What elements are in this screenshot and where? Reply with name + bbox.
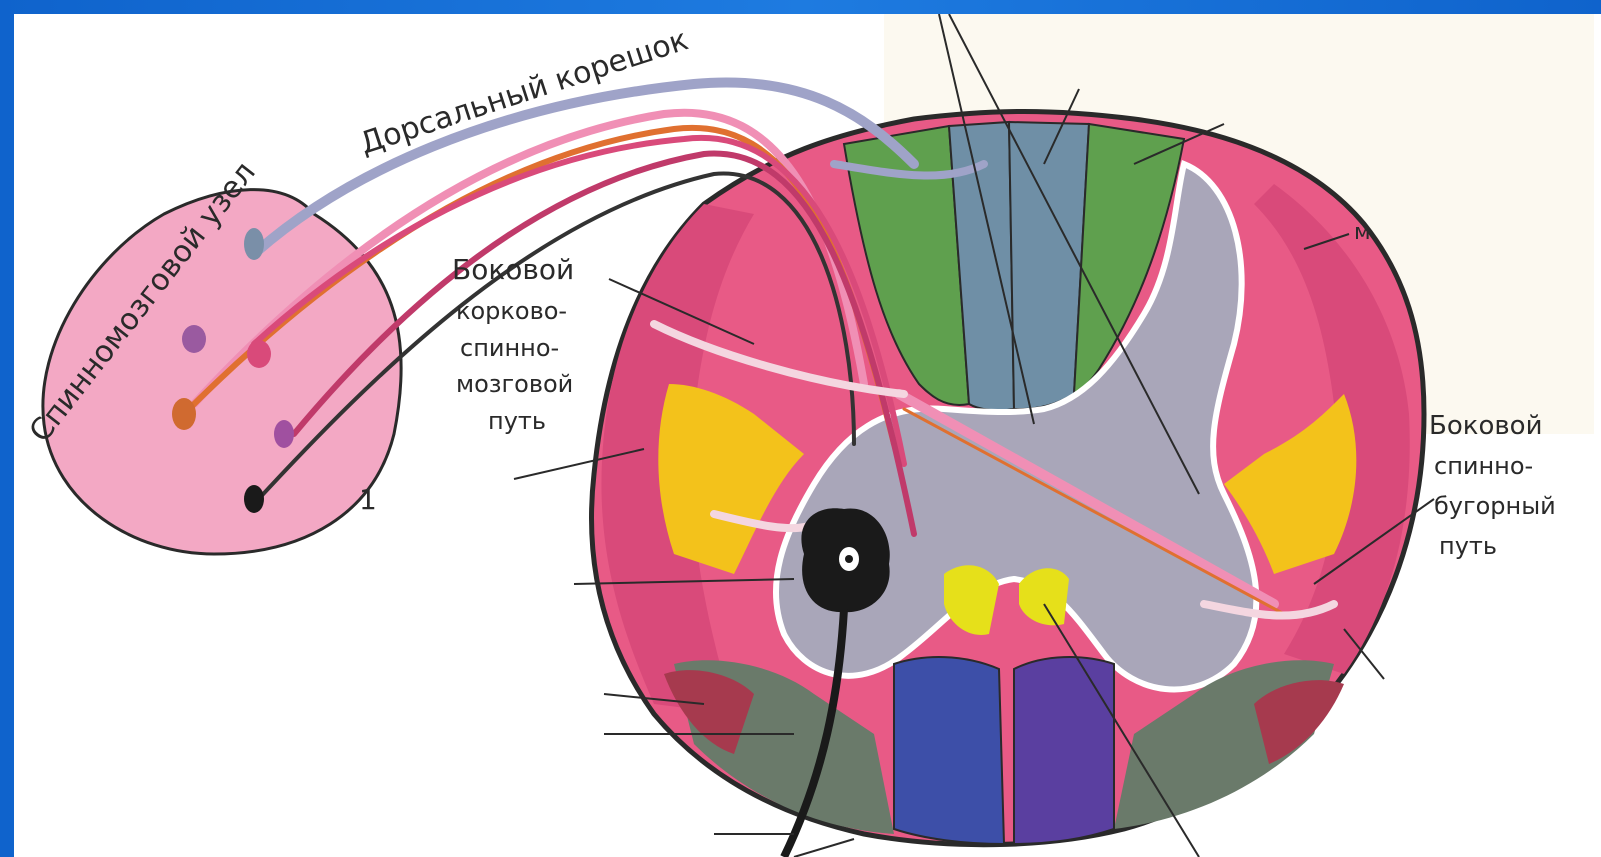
label-line: бугорный [1434, 492, 1556, 520]
label-line: спинно- [460, 334, 559, 362]
label-line: спинно- [1434, 452, 1533, 480]
ventral-column-purple-right [1014, 657, 1114, 844]
label-line: путь [488, 407, 546, 435]
label-line: корково- [456, 297, 567, 325]
letter-1-label: 1 [359, 483, 377, 516]
label-line: мозговой [456, 370, 573, 398]
diagram-canvas: Дорсальный корешок Спинномозговой узел Б… [14, 14, 1601, 857]
letter-m-label: м [1354, 220, 1371, 245]
ventral-column-blue-left [894, 657, 1004, 844]
spinal-cord-diagram: Дорсальный корешок Спинномозговой узел Б… [14, 14, 1601, 857]
label-line: путь [1439, 532, 1497, 560]
label-line: Боковой [1429, 411, 1542, 441]
label-line: Боковой [452, 253, 574, 286]
